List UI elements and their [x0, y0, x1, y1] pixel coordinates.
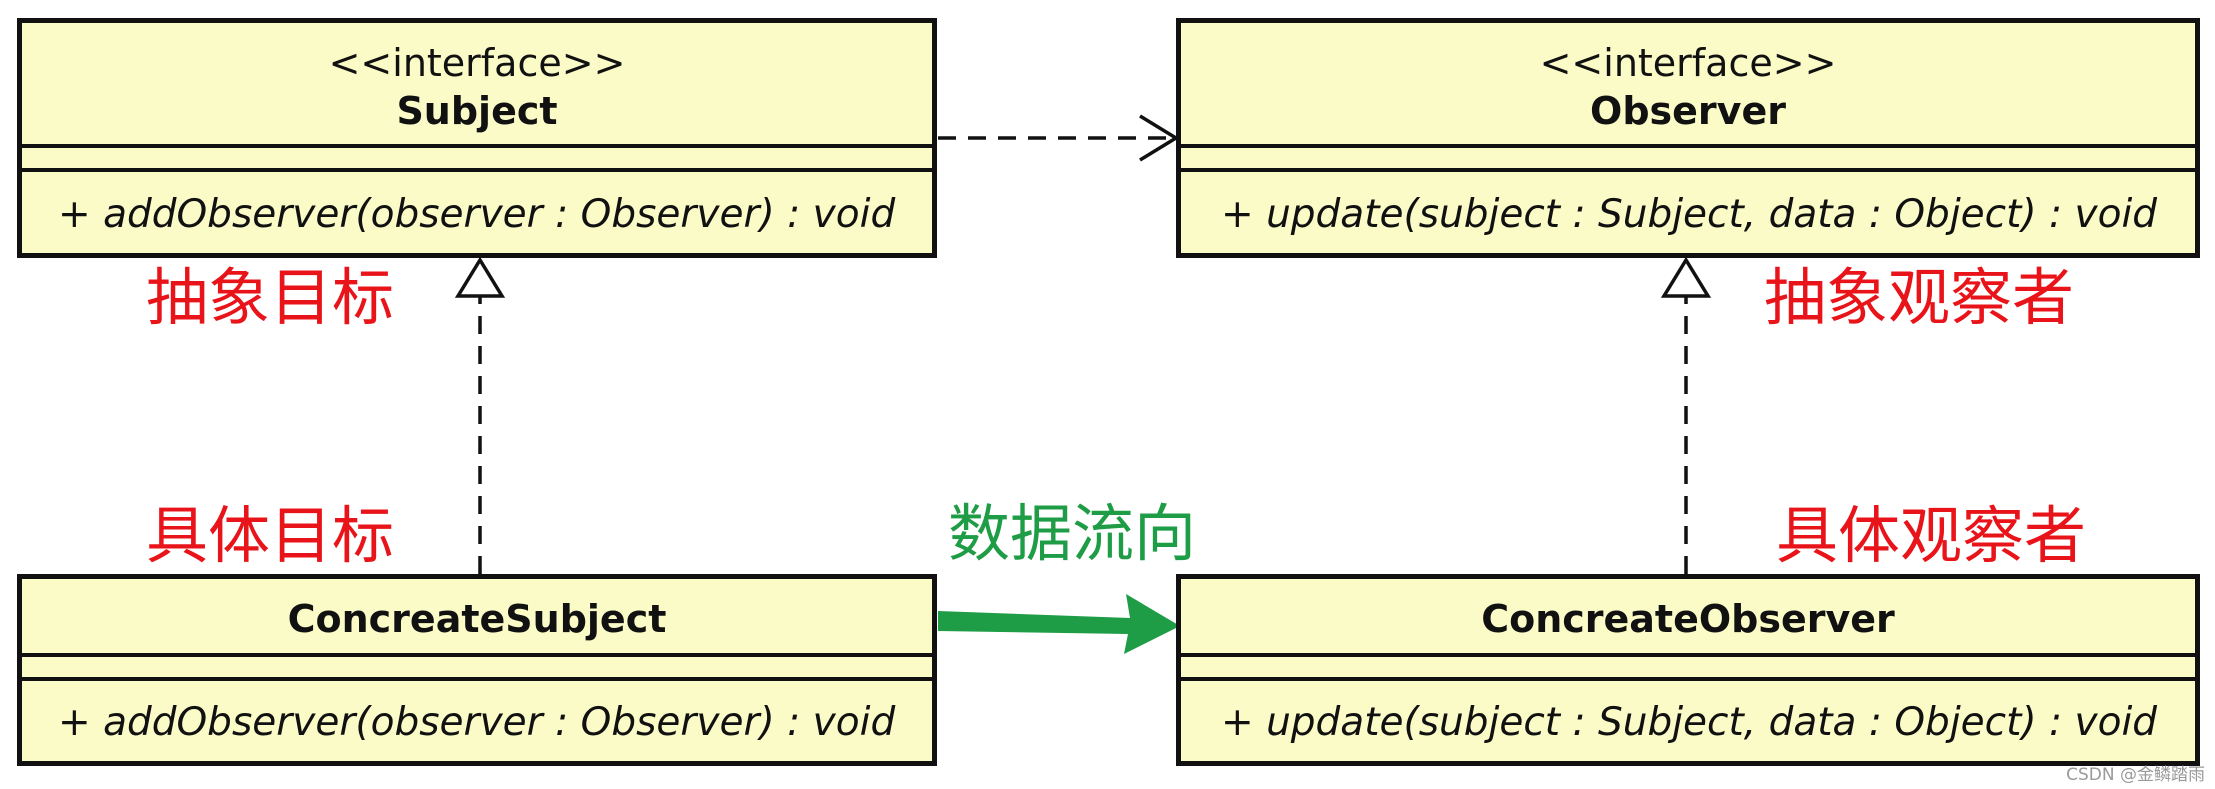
operation: + addObserver(observer : Observer) : voi… [58, 192, 896, 237]
dependency-arrow [938, 114, 1180, 162]
operation: + addObserver(observer : Observer) : voi… [58, 700, 896, 745]
stereotype-label: <<interface>> [1539, 41, 1837, 85]
realization-arrow-subject [454, 256, 506, 574]
class-name: ConcreateObserver [1481, 597, 1895, 641]
stereotype-label: <<interface>> [328, 41, 626, 85]
class-concrete-subject: ConcreateSubject + addObserver(observer … [17, 574, 937, 766]
watermark: CSDN @金鳞踏雨 [2066, 765, 2205, 785]
label-data-flow: 数据流向 [948, 497, 1197, 570]
attribute-divider [1181, 144, 2195, 148]
label-abstract-subject: 抽象目标 [146, 261, 395, 334]
operation-divider [1181, 168, 2195, 172]
class-name: Subject [396, 89, 558, 133]
operation-divider [1181, 677, 2195, 681]
operation-divider [22, 168, 932, 172]
data-flow-arrow [938, 594, 1180, 654]
operation-divider [22, 677, 932, 681]
label-abstract-observer: 抽象观察者 [1764, 261, 2075, 334]
attribute-divider [22, 653, 932, 657]
class-concrete-observer: ConcreateObserver + update(subject : Sub… [1176, 574, 2200, 766]
attribute-divider [1181, 653, 2195, 657]
operation: + update(subject : Subject, data : Objec… [1221, 700, 2158, 745]
attribute-divider [22, 144, 932, 148]
class-name: ConcreateSubject [287, 597, 667, 641]
class-observer: <<interface>> Observer + update(subject … [1176, 18, 2200, 258]
realization-arrow-observer [1660, 256, 1712, 574]
label-concrete-subject: 具体目标 [146, 499, 395, 572]
class-subject: <<interface>> Subject + addObserver(obse… [17, 18, 937, 258]
operation: + update(subject : Subject, data : Objec… [1221, 192, 2158, 237]
label-concrete-observer: 具体观察者 [1776, 499, 2087, 572]
class-name: Observer [1590, 89, 1786, 133]
